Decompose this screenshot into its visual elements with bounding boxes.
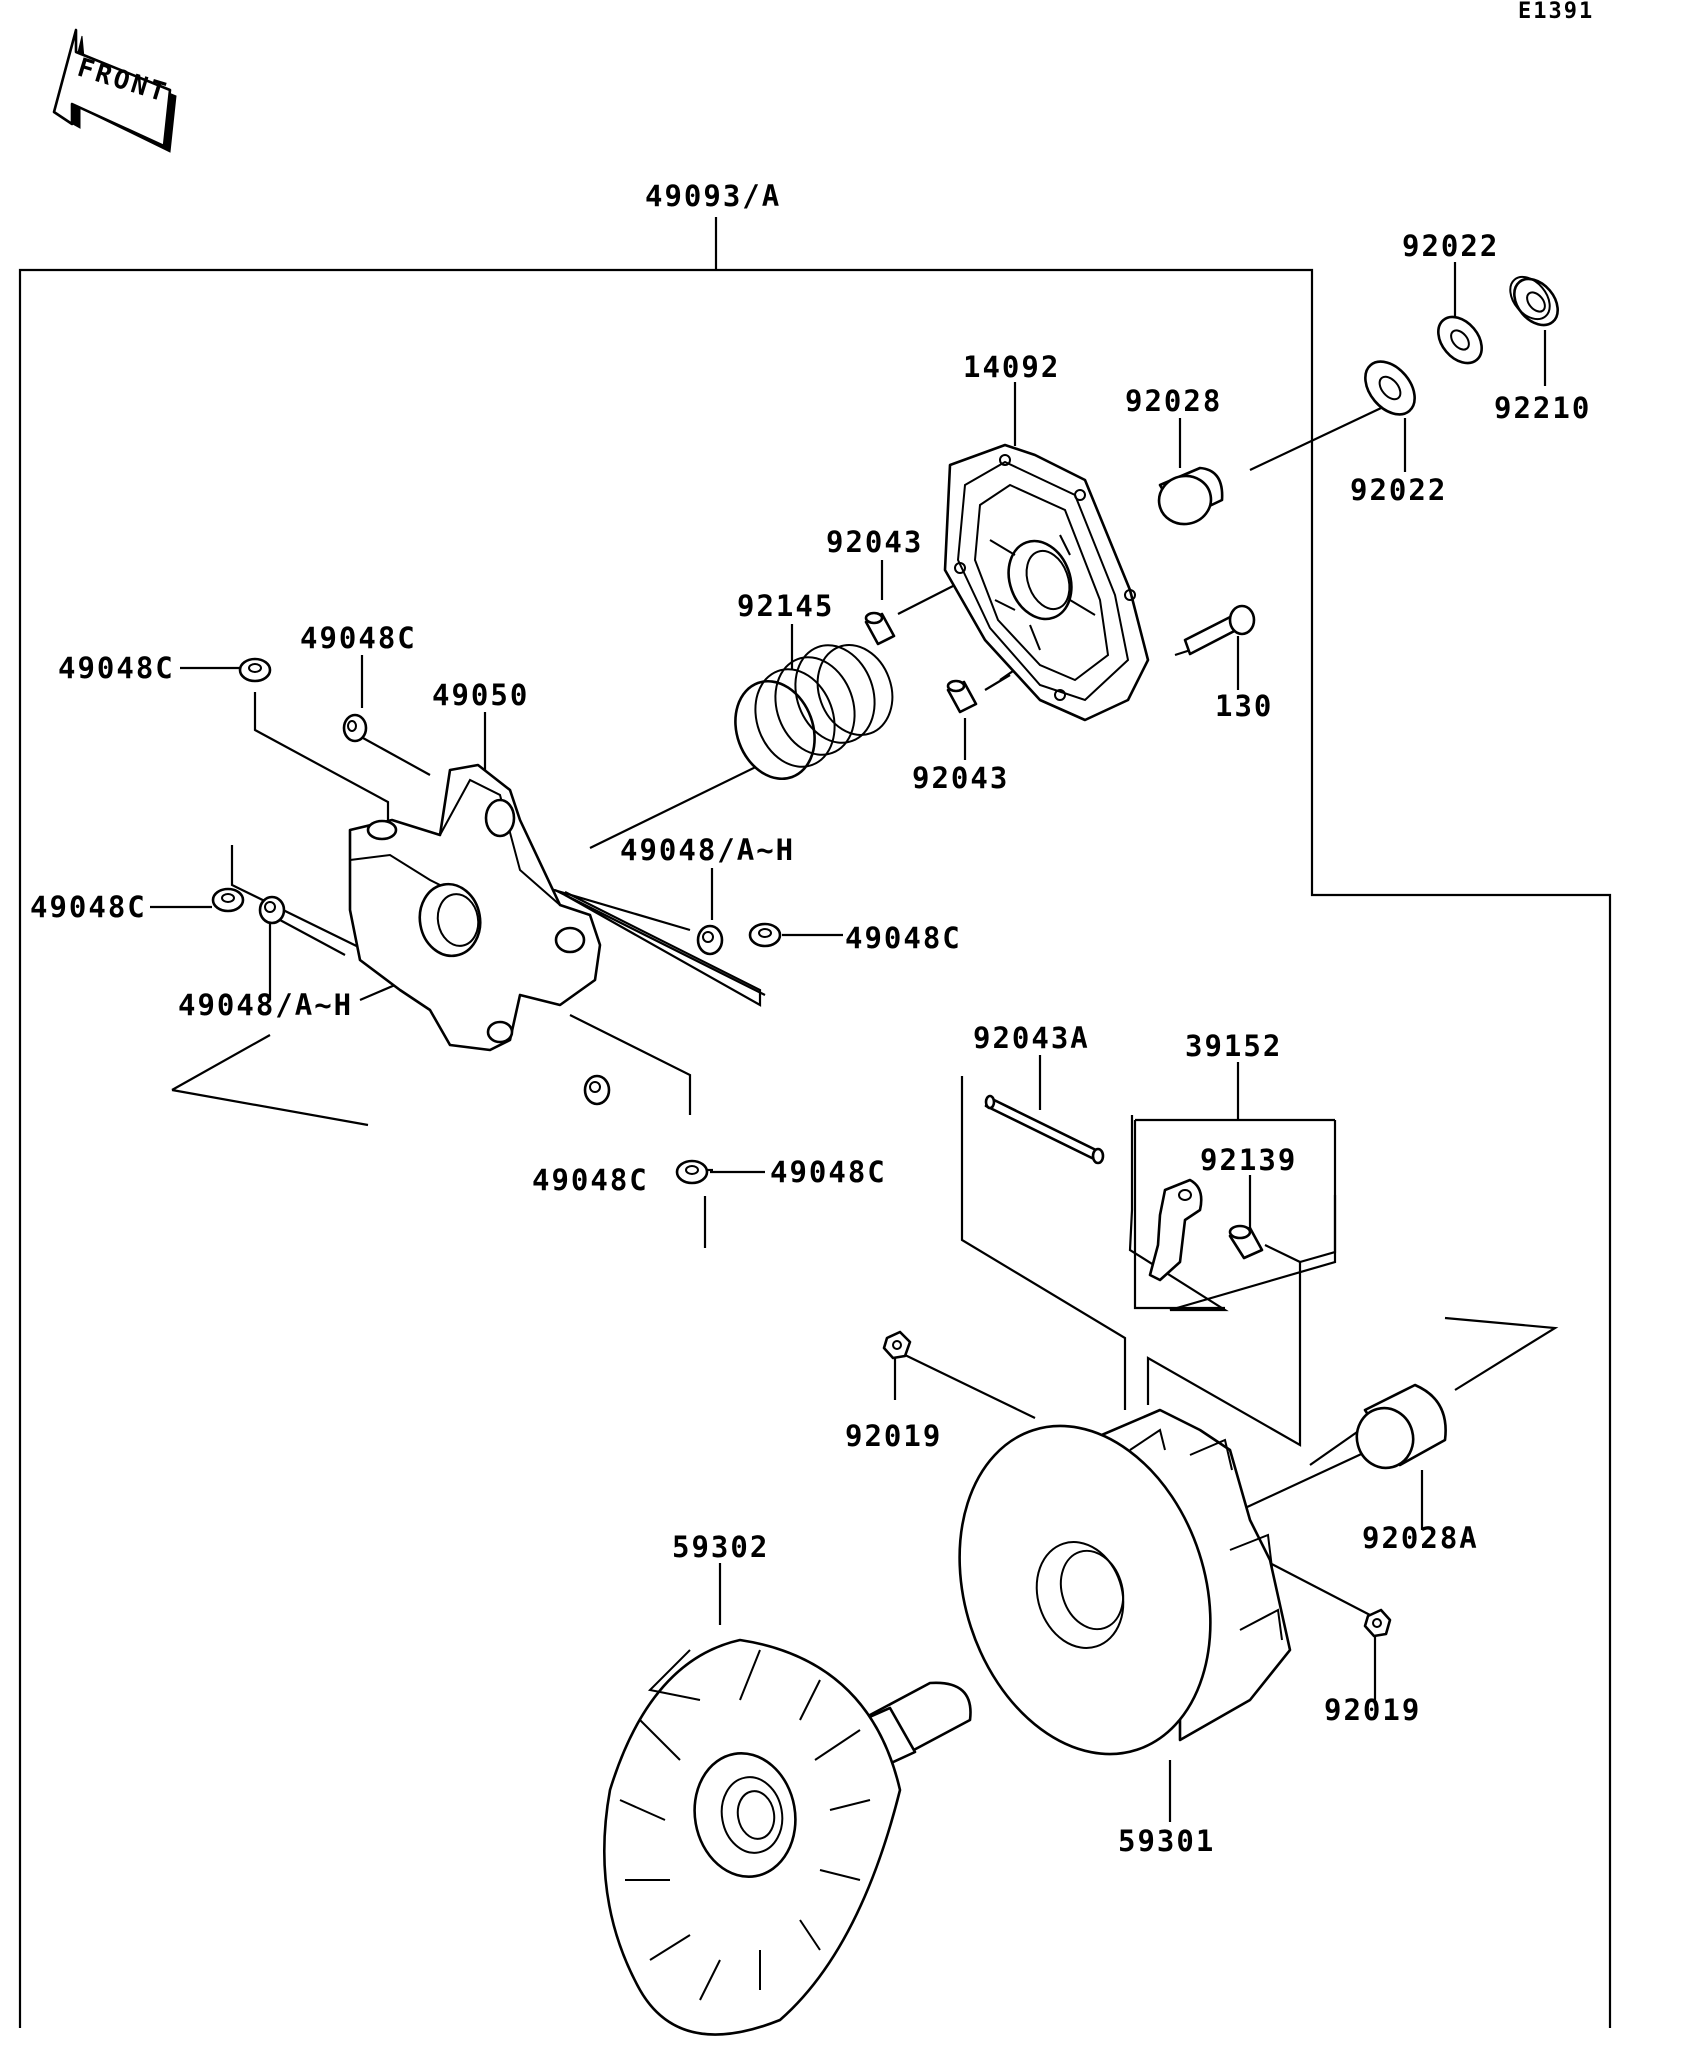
callout-label: 49048C <box>300 621 417 655</box>
cover-14092 <box>943 443 1150 722</box>
callout-label: 92043 <box>912 761 1009 795</box>
nut-92019-upper <box>882 1330 912 1360</box>
roller-49048c-c <box>211 887 245 913</box>
callout-label: 49048C <box>30 890 147 924</box>
callout-label: 92028A <box>1362 1521 1479 1555</box>
callout-label: 39152 <box>1185 1029 1282 1063</box>
callout-label: 49048/A~H <box>178 988 353 1022</box>
callout-label: 49093/A <box>645 179 781 213</box>
callout-label: 49048C <box>532 1163 649 1197</box>
callout-labels: 49093/A 92022 92210 92022 14092 92028 92… <box>30 179 1591 1858</box>
roller-49048c-a <box>238 657 272 683</box>
callout-label: 92210 <box>1494 391 1591 425</box>
callout-label: 92019 <box>845 1419 942 1453</box>
roller-49048c-e <box>583 1074 611 1106</box>
spring-92145 <box>734 644 894 781</box>
callout-label: 130 <box>1215 689 1273 723</box>
callout-label: 92022 <box>1402 229 1499 263</box>
washer-92022-lower <box>1364 360 1416 416</box>
callout-label: 59302 <box>672 1530 769 1564</box>
front-arrow-icon: FRONT <box>52 28 177 153</box>
bushing-92028a <box>1355 1383 1447 1470</box>
nut-92019-lower <box>1363 1608 1392 1638</box>
callout-label: 14092 <box>963 350 1060 384</box>
bushing-92028 <box>1157 466 1224 526</box>
callout-label: 92028 <box>1125 384 1222 418</box>
callout-label: 49048C <box>58 651 175 685</box>
callout-label: 49048C <box>845 921 962 955</box>
assembly-bracket <box>18 217 1612 2028</box>
nut-92210 <box>1509 275 1559 327</box>
roller-49048-ah-b <box>696 924 724 956</box>
callout-label: 49048C <box>770 1155 887 1189</box>
callout-label: 92022 <box>1350 473 1447 507</box>
movable-sheave-59301 <box>958 1408 1292 1756</box>
callout-label: 92145 <box>737 589 834 623</box>
collar-92139 <box>1228 1224 1264 1260</box>
bolt-130 <box>1183 604 1256 656</box>
callout-label: 59301 <box>1118 1824 1215 1858</box>
washer-92022-upper <box>1437 315 1483 365</box>
roller-49048c-b <box>342 713 368 743</box>
roller-49048-ah-a <box>258 895 286 925</box>
roller-49048c-d <box>748 922 782 948</box>
pin-92043-upper <box>864 611 896 646</box>
weight-39152 <box>1133 1118 1337 1310</box>
leader-lines <box>150 262 1559 1822</box>
reference-code: E1391 <box>1518 0 1594 24</box>
spider-49050 <box>348 763 602 1052</box>
callout-label: 49050 <box>432 678 529 712</box>
pin-92043-lower <box>946 679 978 714</box>
roller-49048c-f <box>675 1159 709 1185</box>
callout-label: 92139 <box>1200 1143 1297 1177</box>
pin-92043a <box>984 1094 1105 1165</box>
callout-label: 92043 <box>826 525 923 559</box>
callout-label: 92043A <box>973 1021 1090 1055</box>
fixed-sheave-59302 <box>603 1638 972 2036</box>
callout-label: 92019 <box>1324 1693 1421 1727</box>
callout-label: 49048/A~H <box>620 833 795 867</box>
